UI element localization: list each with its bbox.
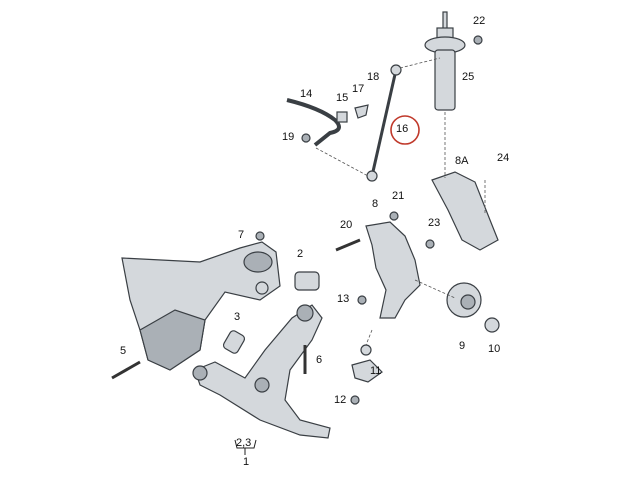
hub-nut	[484, 317, 500, 333]
part-label-14: 14	[300, 88, 313, 100]
strut	[424, 11, 466, 111]
part-label-2: 2	[297, 248, 304, 260]
part-label-12: 12	[334, 394, 347, 406]
part-label-11: 11	[370, 365, 382, 377]
part-label-8: 8	[372, 198, 379, 210]
part-label-25: 25	[462, 71, 475, 83]
knuckle-8A	[431, 171, 499, 251]
part-label-13: 13	[337, 293, 350, 305]
bushing-3	[222, 330, 246, 354]
part-label-16: 16	[396, 123, 409, 135]
part-label-3: 3	[234, 311, 241, 323]
part-label-19: 19	[282, 131, 295, 143]
part-label-6: 6	[316, 354, 323, 366]
bushing-2	[294, 271, 320, 291]
bolt-20	[335, 238, 361, 252]
part-label-18: 18	[367, 71, 380, 83]
part-label-21: 21	[392, 190, 405, 202]
part-label-17: 17	[352, 83, 365, 95]
part-label-2-3: 2,3	[236, 437, 252, 449]
ball-joint	[351, 359, 383, 383]
control-arm	[192, 304, 331, 439]
part-label-5: 5	[120, 345, 127, 357]
part-label-9: 9	[459, 340, 466, 352]
stabilizer-bar	[286, 98, 341, 147]
stabilizer-link	[366, 64, 402, 182]
part-label-1: 1	[243, 456, 250, 468]
part-label-7: 7	[238, 229, 245, 241]
part-label-20: 20	[340, 219, 353, 231]
part-label-22: 22	[473, 15, 486, 27]
highlight-circle	[390, 115, 420, 145]
bolt-5	[111, 360, 141, 380]
part-label-15: 15	[336, 92, 349, 104]
part-label-8A: 8A	[455, 155, 469, 167]
part-label-10: 10	[488, 343, 501, 355]
knuckle-8	[365, 221, 421, 319]
part-label-23: 23	[428, 217, 441, 229]
subframe	[121, 241, 281, 371]
part-label-24: 24	[497, 152, 510, 164]
